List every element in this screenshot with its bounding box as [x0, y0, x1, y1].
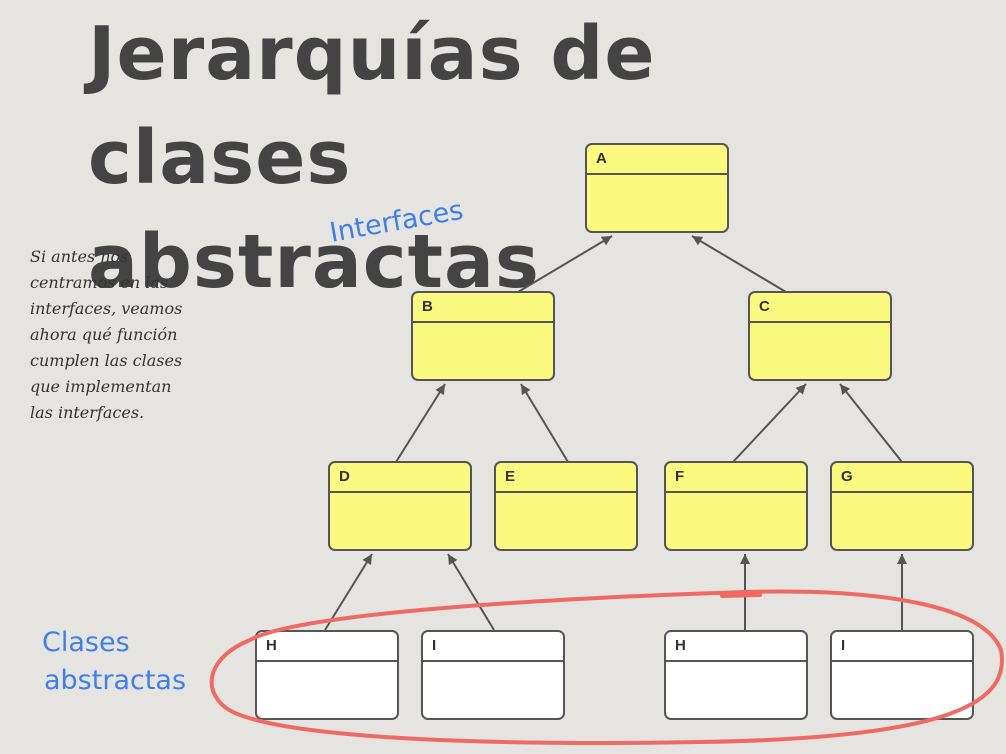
side-note-line: las interfaces. [30, 403, 145, 422]
arrow-d-to-b [395, 383, 446, 463]
abstract-classes-annotation: Clases abstractas [42, 624, 186, 700]
slide-title: Jerarquías de clases abstractas [88, 2, 848, 314]
class-name: I [423, 632, 563, 662]
class-name: G [832, 463, 972, 493]
class-name: H [257, 632, 397, 662]
arrow-h-to-d [324, 553, 373, 631]
class-box-c: C [748, 291, 892, 381]
side-note-line: ahora qué función [30, 325, 178, 344]
class-box-g: G [830, 461, 974, 551]
arrow-b-to-a [517, 235, 613, 293]
class-box-f: F [664, 461, 808, 551]
slide-title-line-1: Jerarquías de clases [88, 11, 656, 201]
arrow-f-to-c [732, 383, 807, 463]
class-box-h-right: H [664, 630, 808, 720]
class-name: D [330, 463, 470, 493]
side-note-line: centramos en las [30, 273, 169, 292]
abstract-annotation-line-1: Clases [42, 627, 130, 658]
side-note-line: cumplen las clases [30, 351, 183, 370]
arrow-g-to-c [839, 383, 903, 463]
class-box-e: E [494, 461, 638, 551]
class-box-b: B [411, 291, 555, 381]
arrow-e-to-b [520, 383, 569, 463]
side-note-line: Si antes nos [30, 247, 129, 266]
class-box-d: D [328, 461, 472, 551]
side-note-line: que implementan [30, 377, 172, 396]
class-name: H [666, 632, 806, 662]
class-box-i-left: I [421, 630, 565, 720]
abstract-annotation-line-2: abstractas [44, 665, 187, 696]
arrow-i-to-d [447, 553, 495, 631]
class-name: E [496, 463, 636, 493]
class-box-h-left: H [255, 630, 399, 720]
side-note: Si antes nos centramos en las interfaces… [30, 244, 240, 426]
class-name: I [832, 632, 972, 662]
class-name: B [413, 293, 553, 323]
class-box-i-right: I [830, 630, 974, 720]
arrow-c-to-a [691, 235, 787, 293]
class-name: C [750, 293, 890, 323]
class-name: A [587, 145, 727, 175]
slide-title-line-2: abstractas [88, 219, 540, 305]
class-box-a: A [585, 143, 729, 233]
class-name: F [666, 463, 806, 493]
side-note-line: interfaces, veamos [30, 299, 183, 318]
